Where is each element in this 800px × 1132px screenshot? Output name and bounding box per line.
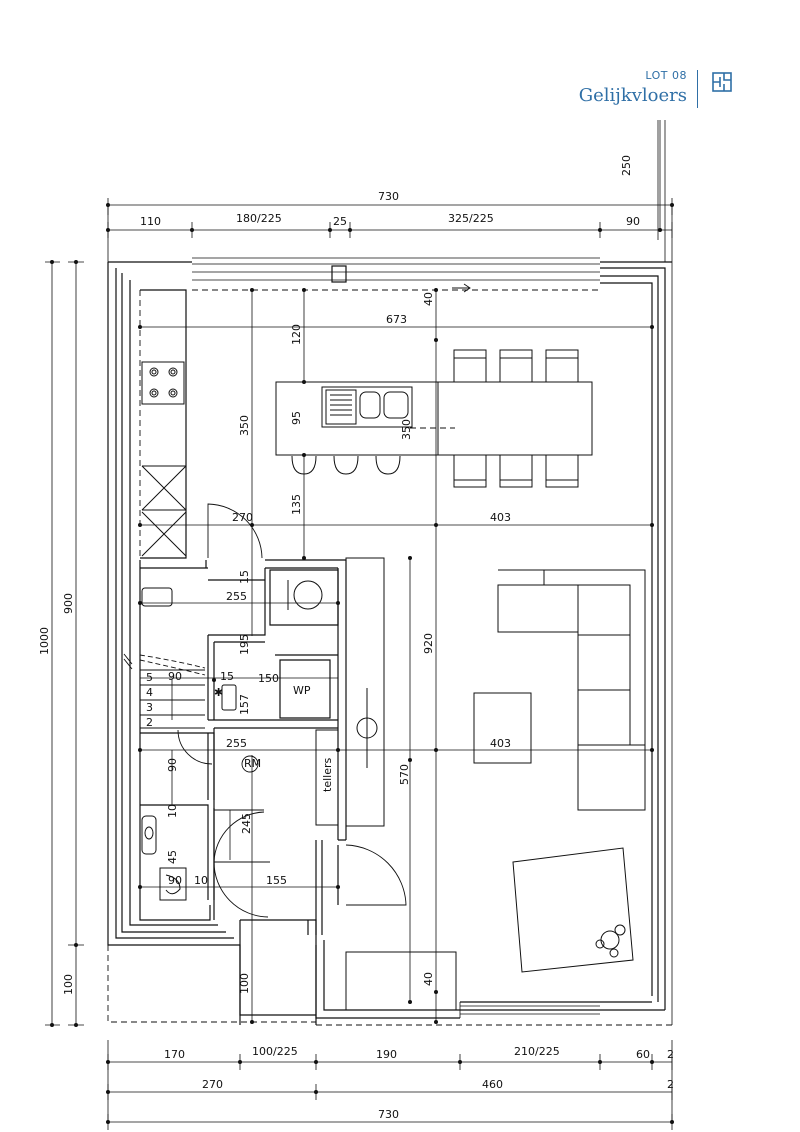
stair-step-5: 5 [146, 671, 153, 684]
dim-top-25: 25 [333, 215, 347, 228]
dim-bottom-2b: 2 [667, 1078, 674, 1091]
dim-top-110: 110 [140, 215, 161, 228]
dim-bottom-100-225: 100/225 [252, 1045, 298, 1058]
dim-350b: 350 [400, 419, 413, 440]
dim-bottom-190: 190 [376, 1048, 397, 1061]
dim-255a: 255 [226, 590, 247, 603]
dashed-boundaries [107, 289, 672, 1026]
dim-350: 350 [238, 415, 251, 436]
dim-135: 135 [290, 494, 303, 515]
dim-15b: 15 [220, 670, 234, 683]
dim-bottom-2a: 2 [667, 1048, 674, 1061]
lot-number: LOT 08 [645, 69, 687, 82]
header-separator [697, 70, 698, 108]
stairs [123, 653, 206, 729]
dim-403b: 403 [490, 737, 511, 750]
floorplan-icon [712, 72, 732, 92]
doors [177, 503, 407, 918]
dim-bottom-total: 730 [378, 1108, 399, 1121]
dim-top-325-225: 325/225 [448, 212, 494, 225]
dim-top-180-225: 180/225 [236, 212, 282, 225]
dim-255b: 255 [226, 737, 247, 750]
dim-bottom-170: 170 [164, 1048, 185, 1061]
dim-left-1000: 1000 [38, 627, 51, 655]
arrow-icon [452, 283, 471, 293]
dim-95: 95 [290, 411, 303, 425]
dim-left-100: 100 [62, 974, 75, 995]
dim-top-total: 730 [378, 190, 399, 203]
dim-90a: 90 [168, 670, 182, 683]
wall-outlines [107, 120, 673, 1025]
dim-15a: 15 [238, 570, 251, 584]
dim-245: 245 [240, 813, 253, 834]
rm-label: RM [244, 757, 261, 770]
dim-45: 45 [166, 850, 179, 864]
stair-step-2: 2 [146, 716, 153, 729]
dim-195: 195 [238, 634, 251, 655]
interior-dimension-lines [140, 290, 652, 1022]
floor-title: Gelijkvloers [578, 85, 687, 106]
kitchen [141, 349, 593, 557]
dim-bottom-210-225: 210/225 [514, 1045, 560, 1058]
dim-100-inner: 100 [238, 973, 251, 994]
stair-step-3: 3 [146, 701, 153, 714]
dim-40-bottom: 40 [422, 972, 435, 986]
dim-270: 270 [232, 511, 253, 524]
dim-157: 157 [238, 694, 251, 715]
dim-top-90: 90 [626, 215, 640, 228]
furniture [141, 557, 646, 1011]
dim-10b: 10 [194, 874, 208, 887]
rm-symbol [241, 755, 259, 773]
dim-bottom-60: 60 [636, 1048, 650, 1061]
outer-dimension-ticks [50, 203, 674, 1124]
dim-403a: 403 [490, 511, 511, 524]
dim-90b: 90 [166, 758, 179, 772]
dim-left-900: 900 [62, 593, 75, 614]
dim-920: 920 [422, 633, 435, 654]
dim-150: 150 [258, 672, 279, 685]
tellers-label: tellers [321, 758, 334, 792]
dim-90c: 90 [168, 874, 182, 887]
dim-155: 155 [266, 874, 287, 887]
dim-10a: 10 [166, 804, 179, 818]
dim-40-top: 40 [422, 292, 435, 306]
electric-icon: ✱ [214, 686, 223, 699]
dim-right-250: 250 [620, 155, 633, 176]
dim-673: 673 [386, 313, 407, 326]
dim-bottom-460: 460 [482, 1078, 503, 1091]
stair-step-4: 4 [146, 686, 153, 699]
dim-120: 120 [290, 324, 303, 345]
wp-label: WP [293, 684, 311, 697]
dim-bottom-270: 270 [202, 1078, 223, 1091]
dimension-ticks [138, 288, 654, 1024]
dim-570: 570 [398, 764, 411, 785]
interior-walls [139, 289, 347, 945]
